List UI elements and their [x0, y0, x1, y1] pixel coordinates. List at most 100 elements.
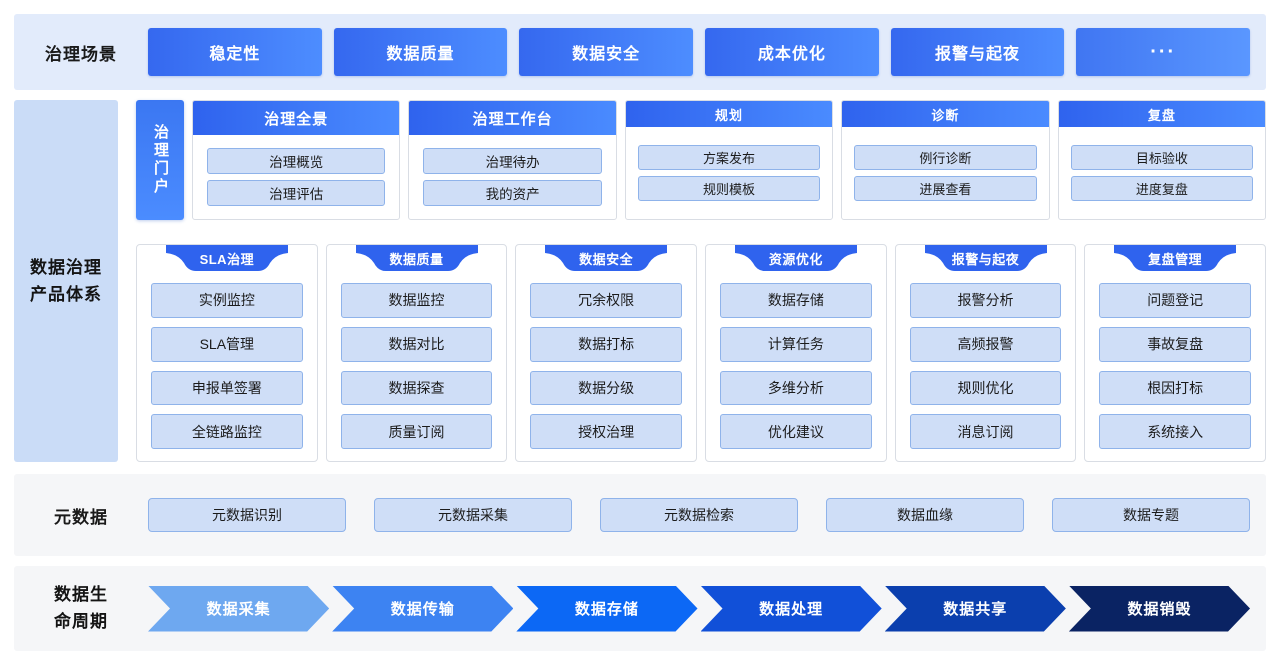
metadata-item-search[interactable]: 元数据检索: [600, 498, 798, 532]
scenario-band: 治理场景 稳定性 数据质量 数据安全 成本优化 报警与起夜 ···: [14, 14, 1266, 90]
product-columns-row: SLA治理 实例监控 SLA管理 申报单签署 全链路监控 数据质量 数据监控: [136, 244, 1267, 462]
product-item[interactable]: 报警分析: [909, 283, 1062, 318]
chip-item[interactable]: 我的资产: [423, 180, 602, 206]
product-column-title: 报警与起夜: [951, 251, 1020, 267]
product-item[interactable]: 数据对比: [340, 326, 493, 362]
portal-vertical-tab[interactable]: 治理门户: [136, 100, 184, 220]
lifecycle-stage-label: 数据销毁: [1127, 601, 1192, 618]
metadata-item-identification[interactable]: 元数据识别: [148, 498, 346, 532]
product-item[interactable]: 高频报警: [909, 326, 1062, 362]
card-planning[interactable]: 规划 方案发布 规则模板: [624, 100, 834, 220]
ribbon-banner-icon: 复盘管理: [1114, 245, 1237, 275]
product-item[interactable]: 系统接入: [1099, 414, 1252, 449]
metadata-item-lineage[interactable]: 数据血缘: [826, 498, 1024, 532]
chip-item[interactable]: 例行诊断: [854, 145, 1037, 170]
product-item[interactable]: 事故复盘: [1099, 326, 1252, 362]
chip-item[interactable]: 治理概览: [207, 148, 386, 174]
product-column-title: 数据质量: [389, 251, 444, 267]
lifecycle-band-label: 数据生 命周期: [14, 582, 148, 635]
card-body: 例行诊断 进展查看: [842, 127, 1048, 219]
card-title: 复盘: [1058, 101, 1266, 127]
scenario-button-cost-optimization[interactable]: 成本优化: [705, 28, 879, 76]
product-item[interactable]: 授权治理: [530, 414, 683, 449]
product-item[interactable]: 问题登记: [1099, 283, 1252, 318]
card-title: 规划: [625, 101, 833, 127]
product-item[interactable]: 数据打标: [530, 326, 683, 362]
metadata-band-label: 元数据: [54, 507, 108, 527]
ribbon-banner-icon: 报警与起夜: [924, 245, 1047, 275]
product-item[interactable]: 冗余权限: [530, 283, 683, 318]
scenario-button-data-security[interactable]: 数据安全: [519, 28, 694, 76]
card-body: 治理概览 治理评估: [193, 135, 399, 219]
product-column-title: 数据安全: [579, 251, 634, 267]
product-item[interactable]: SLA管理: [151, 326, 303, 362]
card-title: 诊断: [842, 101, 1049, 127]
product-item[interactable]: 申报单签署: [151, 370, 303, 406]
product-column-review-management: 复盘管理 问题登记 事故复盘 根因打标 系统接入: [1084, 244, 1267, 462]
product-item[interactable]: 全链路监控: [151, 414, 303, 449]
ribbon-banner-icon: 数据质量: [355, 245, 478, 275]
governance-label-line1: 数据治理: [30, 257, 102, 277]
metadata-item-topic[interactable]: 数据专题: [1052, 498, 1250, 532]
lifecycle-stage-destruction[interactable]: 数据销毁: [1069, 586, 1250, 632]
product-item[interactable]: 优化建议: [720, 414, 872, 449]
governance-top-row: 治理门户 治理全景 治理概览 治理评估 治理工作台 治理待办 我的资产: [136, 100, 1267, 234]
card-review[interactable]: 复盘 目标验收 进度复盘: [1057, 100, 1267, 220]
chip-item[interactable]: 方案发布: [637, 145, 821, 170]
product-item[interactable]: 多维分析: [720, 370, 872, 406]
scenario-band-label: 治理场景: [45, 44, 117, 64]
scenario-button-list: 稳定性 数据质量 数据安全 成本优化 报警与起夜 ···: [148, 28, 1266, 76]
ribbon-banner-icon: 数据安全: [545, 245, 668, 275]
product-column-resource-optimization: 资源优化 数据存储 计算任务 多维分析 优化建议: [705, 244, 887, 462]
lifecycle-label-line2: 命周期: [54, 611, 108, 631]
product-item[interactable]: 规则优化: [909, 370, 1062, 406]
lifecycle-label-line1: 数据生: [54, 585, 108, 605]
product-column-title: SLA治理: [199, 251, 255, 267]
metadata-item-collection[interactable]: 元数据采集: [374, 498, 572, 532]
chip-item[interactable]: 进度复盘: [1070, 176, 1254, 201]
product-item[interactable]: 消息订阅: [909, 414, 1062, 449]
product-item[interactable]: 数据分级: [530, 370, 683, 406]
lifecycle-stage-collection[interactable]: 数据采集: [148, 586, 329, 632]
product-item[interactable]: 根因打标: [1099, 370, 1252, 406]
product-item[interactable]: 实例监控: [151, 283, 303, 318]
metadata-band: 元数据 元数据识别 元数据采集 元数据检索 数据血缘 数据专题: [14, 474, 1266, 556]
product-item[interactable]: 数据监控: [340, 283, 493, 318]
chip-item[interactable]: 治理评估: [207, 180, 386, 206]
lifecycle-stage-processing[interactable]: 数据处理: [701, 586, 882, 632]
governance-band: 数据治理 产品体系 治理门户 治理全景 治理概览 治理评估 治理工作台: [14, 100, 1267, 462]
card-title: 治理工作台: [409, 101, 616, 135]
card-body: 方案发布 规则模板: [626, 127, 832, 219]
lifecycle-stage-sharing[interactable]: 数据共享: [885, 586, 1066, 632]
lifecycle-stage-transmission[interactable]: 数据传输: [332, 586, 513, 632]
governance-band-label: 数据治理 产品体系: [14, 100, 118, 462]
lifecycle-stage-label: 数据传输: [390, 601, 455, 618]
governance-content: 治理门户 治理全景 治理概览 治理评估 治理工作台 治理待办 我的资产: [136, 100, 1267, 462]
scenario-button-stability[interactable]: 稳定性: [148, 28, 322, 76]
scenario-button-more[interactable]: ···: [1076, 28, 1251, 76]
scenario-button-data-quality[interactable]: 数据质量: [333, 28, 508, 76]
portal-tab-label: 治理门户: [152, 124, 169, 196]
lifecycle-stage-storage[interactable]: 数据存储: [516, 586, 697, 632]
lifecycle-stage-label: 数据处理: [759, 601, 824, 618]
product-column-title: 资源优化: [768, 251, 823, 267]
product-item[interactable]: 质量订阅: [340, 414, 493, 449]
card-diagnosis[interactable]: 诊断 例行诊断 进展查看: [841, 100, 1050, 220]
lifecycle-band: 数据生 命周期 数据采集 数据传输 数据存储 数据处理 数据共享 数据销毁: [14, 566, 1266, 651]
scenario-button-alerting[interactable]: 报警与起夜: [890, 28, 1065, 76]
chip-item[interactable]: 进展查看: [854, 176, 1037, 201]
card-governance-overview[interactable]: 治理全景 治理概览 治理评估: [192, 100, 401, 220]
product-item[interactable]: 数据存储: [720, 283, 872, 318]
card-title: 治理全景: [193, 101, 400, 135]
product-item[interactable]: 数据探查: [340, 370, 493, 406]
card-body: 目标验收 进度复盘: [1059, 127, 1265, 219]
product-column-data-quality: 数据质量 数据监控 数据对比 数据探查 质量订阅: [325, 244, 508, 462]
chip-item[interactable]: 目标验收: [1070, 145, 1254, 170]
chip-item[interactable]: 治理待办: [423, 148, 602, 174]
product-column-data-security: 数据安全 冗余权限 数据打标 数据分级 授权治理: [515, 244, 698, 462]
product-item[interactable]: 计算任务: [720, 326, 872, 362]
chip-item[interactable]: 规则模板: [637, 176, 821, 201]
lifecycle-stage-label: 数据共享: [943, 601, 1008, 618]
card-governance-workbench[interactable]: 治理工作台 治理待办 我的资产: [408, 100, 617, 220]
